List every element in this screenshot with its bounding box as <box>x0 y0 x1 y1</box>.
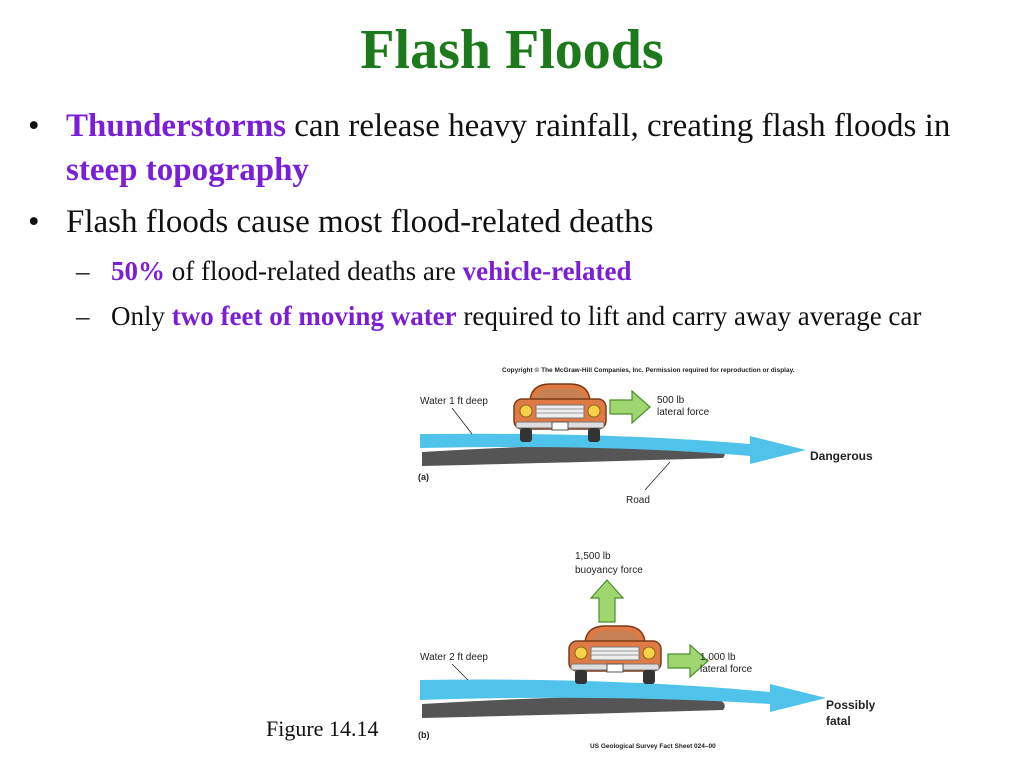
sub-bullet-text: Only <box>111 301 172 331</box>
water-depth-label-b: Water 2 ft deep <box>420 652 488 663</box>
car-icon <box>568 625 662 685</box>
copyright-text: Copyright © The McGraw-Hill Companies, I… <box>502 366 795 374</box>
force-label-b: lateral force <box>700 664 753 675</box>
panel-label-b: (b) <box>418 730 430 740</box>
force-value-b: 1,000 lb <box>700 652 736 663</box>
force-label-a: lateral force <box>657 407 710 418</box>
lateral-force-arrow <box>609 390 651 424</box>
outcome-dangerous: Dangerous <box>810 449 873 463</box>
panel-label-a: (a) <box>418 472 429 482</box>
water-flow-a <box>420 433 806 464</box>
sub-bullet-text: of flood-related deaths are <box>165 256 463 286</box>
bullet-flash-floods-deaths: • Flash floods cause most flood-related … <box>28 200 998 244</box>
force-value-a: 500 lb <box>657 395 685 406</box>
road-label: Road <box>626 495 650 506</box>
buoyancy-label: buoyancy force <box>575 565 643 576</box>
bullet-thunderstorms: • Thunderstorms can release heavy rainfa… <box>28 104 998 192</box>
bullet-glyph: • <box>28 204 40 240</box>
dash-glyph: – <box>76 256 90 286</box>
source-text: US Geological Survey Fact Sheet 024–00 <box>590 743 716 750</box>
flood-force-figure: Copyright © The McGraw-Hill Companies, I… <box>418 366 876 750</box>
car-icon <box>513 383 607 443</box>
sub-bullet-text: required to lift and carry away average … <box>456 301 922 331</box>
keyword-thunderstorms: Thunderstorms <box>66 108 287 144</box>
outcome-line2: fatal <box>826 714 851 728</box>
water-flow-b <box>420 679 826 712</box>
slide-title: Flash Floods <box>360 19 664 81</box>
bullet-text: can release heavy rainfall, creating fla… <box>286 108 951 144</box>
keyword-50-percent: 50% <box>111 256 165 286</box>
dash-glyph: – <box>76 301 90 331</box>
outcome-line1: Possibly <box>826 698 876 712</box>
keyword-two-feet: two feet of moving water <box>171 301 457 331</box>
bullet-text: Flash floods cause most flood-related de… <box>66 204 654 240</box>
keyword-vehicle-related: vehicle-related <box>462 256 632 286</box>
buoyancy-value: 1,500 lb <box>575 551 611 562</box>
road-b <box>422 695 725 718</box>
bullet-list: • Thunderstorms can release heavy rainfa… <box>28 104 998 342</box>
bullet-glyph: • <box>28 108 40 144</box>
buoyancy-arrow <box>589 579 625 623</box>
keyword-steep-topography: steep topography <box>66 152 309 188</box>
sub-bullet-percentage: – 50% of flood-related deaths are vehicl… <box>28 252 998 290</box>
sub-bullet-two-feet: – Only two feet of moving water required… <box>28 297 998 335</box>
water-depth-label-a: Water 1 ft deep <box>420 396 488 407</box>
figure-caption: Figure 14.14 <box>266 716 379 741</box>
